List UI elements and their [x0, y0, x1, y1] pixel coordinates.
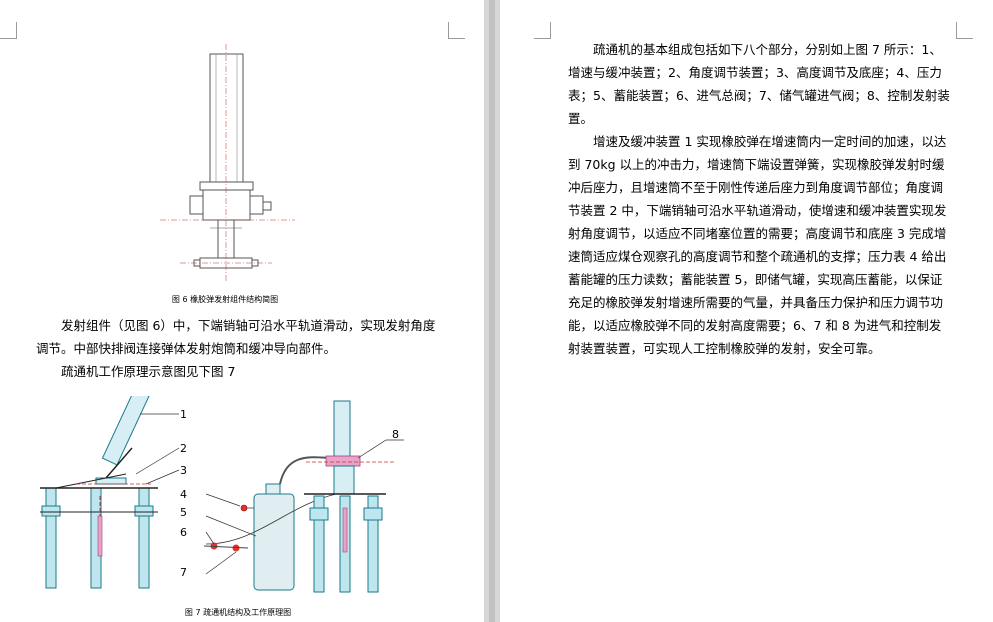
margin-corner-mark [956, 22, 973, 39]
label-7: 7 [180, 566, 187, 579]
figure-7-drawing: 1 2 3 4 5 6 7 8 [40, 396, 404, 593]
right-body: 疏通机的基本组成包括如下八个部分，分别如上图 7 所示：1、增速与缓冲装置；2、… [568, 38, 952, 360]
figure-6-drawing [160, 44, 295, 282]
paragraph: 增速及缓冲装置 1 实现橡胶弹在增速筒内一定时间的加速，以达到 70kg 以上的… [568, 134, 947, 356]
label-6: 6 [180, 526, 187, 539]
label-8: 8 [392, 428, 399, 441]
boost-buffer-tube [101, 396, 150, 466]
left-body: 发射组件（见图 6）中，下端销轴可沿水平轨道滑动，实现发射角度调节。中部快排阀连… [36, 314, 436, 383]
height-base-left [41, 487, 154, 589]
margin-corner-mark [448, 22, 465, 39]
label-1: 1 [180, 408, 187, 421]
right-page: 疏通机的基本组成包括如下八个部分，分别如上图 7 所示：1、增速与缓冲装置；2、… [500, 0, 993, 622]
figure-7-caption: 图 7 疏通机结构及工作原理图 [184, 608, 292, 617]
label-5: 5 [180, 506, 187, 519]
paragraph: 发射组件（见图 6）中，下端销轴可沿水平轨道滑动，实现发射角度调节。中部快排阀连… [36, 318, 436, 356]
margin-corner-mark [534, 22, 551, 39]
margin-corner-mark [0, 22, 17, 39]
label-2: 2 [180, 442, 187, 455]
left-page: 图 6 橡胶弹发射组件结构简图 发射组件（见图 6）中，下端销轴可沿水平轨道滑动… [0, 0, 484, 622]
paragraph: 疏通机工作原理示意图见下图 7 [61, 364, 236, 379]
label-4: 4 [180, 488, 187, 501]
paragraph: 疏通机的基本组成包括如下八个部分，分别如上图 7 所示：1、增速与缓冲装置；2、… [568, 42, 950, 126]
scrollbar[interactable] [489, 0, 495, 622]
page-gutter [484, 0, 500, 622]
label-3: 3 [180, 464, 187, 477]
figure-6-caption: 图 6 橡胶弹发射组件结构简图 [171, 295, 279, 304]
